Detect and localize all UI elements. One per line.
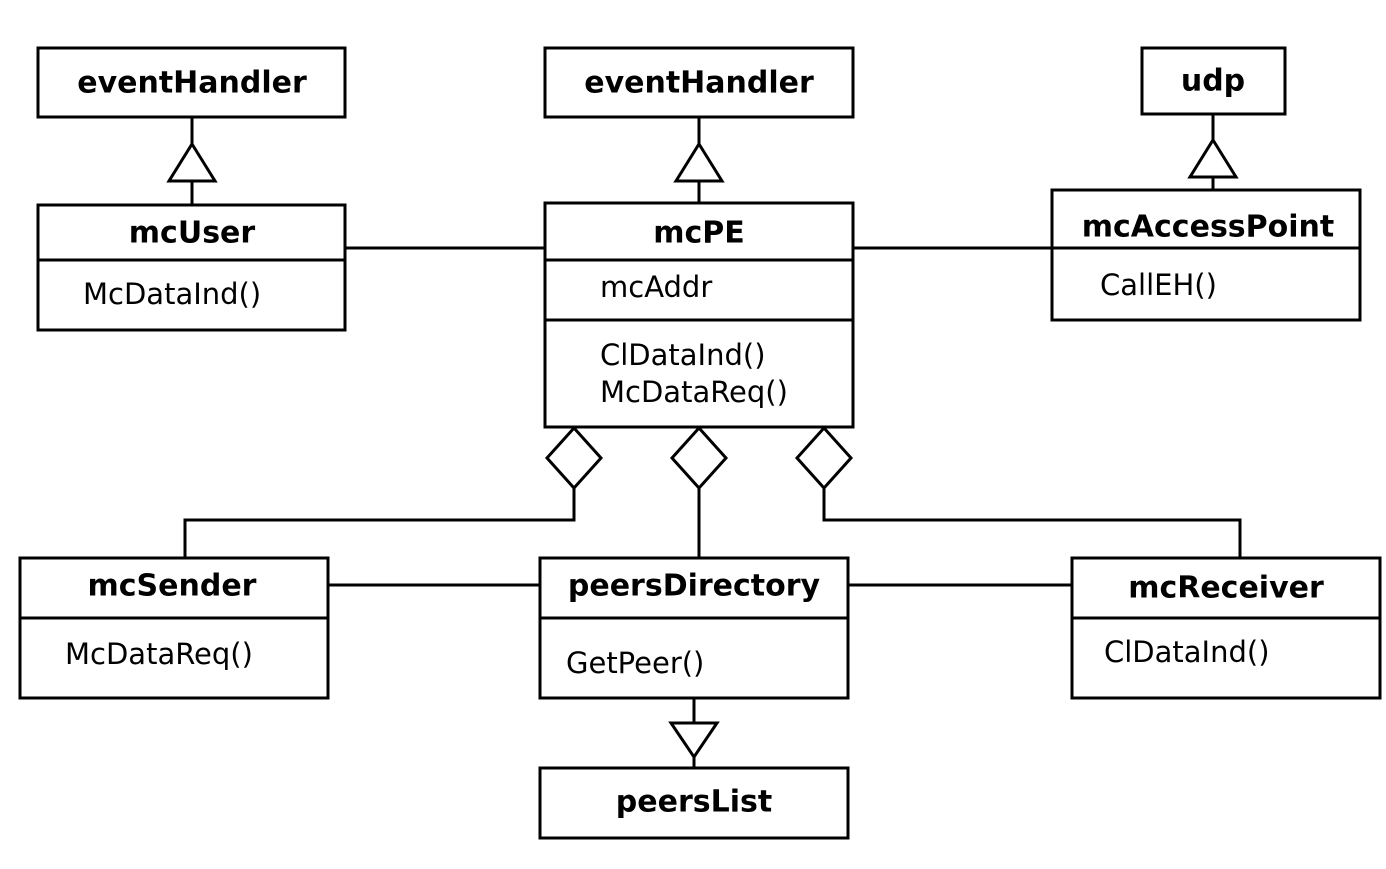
class-attribute: mcAddr xyxy=(600,270,712,304)
generalization-mcaccesspoint-udp xyxy=(1187,114,1239,190)
class-operation: McDataReq() xyxy=(65,637,253,671)
class-name: udp xyxy=(1181,64,1245,99)
class-operation: GetPeer() xyxy=(566,646,704,680)
class-operation: CallEH() xyxy=(1100,268,1217,302)
class-name: mcAccessPoint xyxy=(1082,210,1334,245)
hollow-triangle-up-icon xyxy=(166,141,218,183)
aggregation-mcpe-peersdirectory xyxy=(669,425,729,558)
class-operation: McDataInd() xyxy=(83,277,261,311)
hollow-triangle-up-icon xyxy=(1187,137,1239,179)
class-name: eventHandler xyxy=(77,66,307,101)
connector-line xyxy=(822,485,1242,558)
generalization-mcuser-eventhandler xyxy=(166,117,218,205)
class-name: mcUser xyxy=(129,216,256,251)
class-box-event-handler-center[interactable]: eventHandler xyxy=(543,46,855,119)
class-box-frame xyxy=(1070,556,1382,700)
class-box-frame xyxy=(543,201,855,429)
class-box-frame xyxy=(538,556,850,700)
aggregation-mcpe-mcsender xyxy=(183,425,604,558)
class-box-mc-receiver[interactable]: mcReceiver ClDataInd() xyxy=(1070,556,1382,700)
class-box-frame xyxy=(36,203,347,332)
class-operation: McDataReq() xyxy=(600,375,788,409)
hollow-diamond-icon xyxy=(794,425,854,491)
class-box-frame xyxy=(18,556,330,700)
class-name: mcSender xyxy=(88,569,257,604)
class-name: mcReceiver xyxy=(1128,571,1324,606)
class-name: peersDirectory xyxy=(568,569,821,604)
generalization-mcpe-eventhandler xyxy=(673,117,725,203)
hollow-triangle-down-icon xyxy=(668,721,720,760)
class-operation: ClDataInd() xyxy=(1104,635,1270,669)
hollow-diamond-icon xyxy=(544,425,604,491)
class-box-frame xyxy=(1140,46,1287,116)
class-box-mc-user[interactable]: mcUser McDataInd() xyxy=(36,203,347,332)
class-box-mc-pe[interactable]: mcPE mcAddr ClDataInd() McDataReq() xyxy=(543,201,855,429)
class-name: mcPE xyxy=(653,216,745,251)
aggregation-mcpe-mcreceiver xyxy=(794,425,1242,558)
class-operation: ClDataInd() xyxy=(600,338,766,372)
class-name: peersList xyxy=(616,785,772,820)
class-box-frame xyxy=(538,766,850,840)
class-box-frame xyxy=(36,46,347,119)
class-box-frame xyxy=(1050,188,1362,322)
class-box-mc-access-point[interactable]: mcAccessPoint CallEH() xyxy=(1050,188,1362,322)
class-name: eventHandler xyxy=(584,66,814,101)
class-box-event-handler-left[interactable]: eventHandler xyxy=(36,46,347,119)
class-box-peers-list[interactable]: peersList xyxy=(538,766,850,840)
hollow-diamond-icon xyxy=(669,425,729,491)
class-box-peers-directory[interactable]: peersDirectory GetPeer() xyxy=(538,556,850,700)
class-box-udp[interactable]: udp xyxy=(1140,46,1287,116)
generalization-peersdirectory-peerslist xyxy=(668,698,720,768)
connector-line xyxy=(183,485,576,558)
class-box-frame xyxy=(543,46,855,119)
hollow-triangle-up-icon xyxy=(673,141,725,183)
class-box-mc-sender[interactable]: mcSender McDataReq() xyxy=(18,556,330,700)
